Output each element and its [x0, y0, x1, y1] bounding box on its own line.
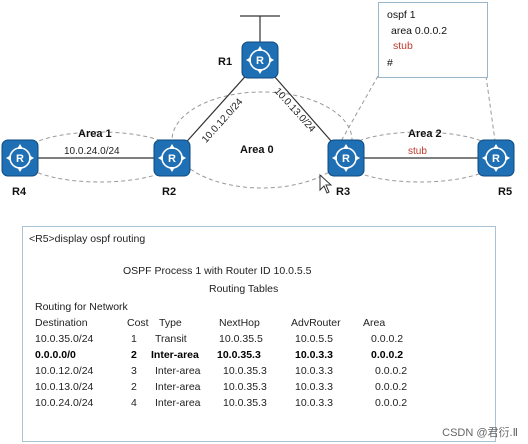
header-type: Type — [159, 317, 182, 329]
area2-label: Area 2 — [408, 128, 442, 140]
cell-destination: 10.0.35.0/24 — [35, 333, 94, 345]
network-r4-r2: 10.0.24.0/24 — [64, 146, 120, 157]
output-title-1: OSPF Process 1 with Router ID 10.0.5.5 — [123, 265, 312, 277]
cell-nexthop: 10.0.35.3 — [223, 397, 267, 409]
area0-label: Area 0 — [240, 144, 274, 156]
router-r1-label: R1 — [218, 56, 233, 68]
cli-command: <R5>display ospf routing — [29, 233, 146, 245]
cell-cost: 2 — [131, 381, 137, 393]
cell-advrouter: 10.0.3.3 — [295, 365, 333, 377]
router-r2-icon[interactable] — [153, 139, 191, 177]
cell-advrouter: 10.0.3.3 — [295, 349, 333, 361]
cell-destination: 10.0.13.0/24 — [35, 381, 94, 393]
cell-area: 0.0.0.2 — [375, 397, 408, 409]
cell-type: Transit — [155, 333, 187, 345]
cell-destination: 10.0.24.0/24 — [35, 397, 94, 409]
config-line-1: ospf 1 — [387, 9, 416, 21]
output-section: Routing for Network — [35, 301, 128, 313]
cell-nexthop: 10.0.35.3 — [223, 381, 267, 393]
cell-cost: 3 — [131, 365, 137, 377]
router-r3-icon[interactable] — [327, 139, 365, 177]
cell-cost: 4 — [131, 397, 137, 409]
table-row: 10.0.13.0/24 2 Inter-area 10.0.35.3 10.0… — [23, 381, 495, 397]
cell-area: 0.0.0.2 — [371, 333, 404, 345]
area2-stub-label: stub — [408, 146, 427, 157]
config-line-2: area 0.0.0.2 — [391, 25, 448, 37]
router-r1-icon[interactable] — [241, 41, 279, 79]
watermark: CSDN @君衍.Ⅱ — [442, 427, 518, 439]
header-cost: Cost — [127, 317, 149, 329]
router-r4-icon[interactable] — [1, 139, 39, 177]
cell-area: 0.0.0.2 — [371, 349, 404, 361]
header-advrouter: AdvRouter — [291, 317, 341, 329]
header-destination: Destination — [35, 317, 88, 329]
topology-diagram: R — [1, 15, 515, 194]
router-r2-label: R2 — [162, 186, 177, 198]
area1-label: Area 1 — [78, 128, 112, 140]
cell-area: 0.0.0.2 — [375, 381, 408, 393]
output-title-2: Routing Tables — [209, 283, 279, 295]
table-row: 10.0.35.0/24 1 Transit 10.0.35.5 10.0.5.… — [23, 333, 495, 349]
cell-cost: 1 — [131, 333, 137, 345]
cli-output-panel: <R5>display ospf routing OSPF Process 1 … — [22, 226, 496, 442]
cell-destination: 10.0.12.0/24 — [35, 365, 94, 377]
config-callout: ospf 1 area 0.0.0.2 stub # — [378, 2, 488, 78]
header-nexthop: NextHop — [219, 317, 260, 329]
cell-type: Inter-area — [155, 397, 201, 409]
cell-nexthop: 10.0.35.3 — [223, 365, 267, 377]
cell-advrouter: 10.0.3.3 — [295, 397, 333, 409]
table-row: 0.0.0.0/0 2 Inter-area 10.0.35.3 10.0.3.… — [23, 349, 495, 365]
callout-line-right — [485, 75, 497, 149]
cursor-icon — [319, 173, 333, 194]
table-row: 10.0.24.0/24 4 Inter-area 10.0.35.3 10.0… — [23, 397, 495, 413]
config-line-4: # — [387, 57, 393, 69]
cell-area: 0.0.0.2 — [375, 365, 408, 377]
cell-cost: 2 — [131, 349, 137, 361]
router-r5-label: R5 — [498, 186, 513, 198]
area0-ellipse — [171, 91, 353, 189]
config-line-3: stub — [393, 40, 413, 52]
cell-advrouter: 10.0.3.3 — [295, 381, 333, 393]
cell-nexthop: 10.0.35.5 — [219, 333, 263, 345]
table-row: 10.0.12.0/24 3 Inter-area 10.0.35.3 10.0… — [23, 365, 495, 381]
cell-type: Inter-area — [155, 381, 201, 393]
callout-line-left — [335, 75, 379, 151]
header-area: Area — [363, 317, 386, 329]
router-r5-icon[interactable] — [477, 139, 515, 177]
cell-advrouter: 10.0.5.5 — [295, 333, 333, 345]
cell-nexthop: 10.0.35.3 — [217, 349, 261, 361]
table-header-row: Destination Cost Type NextHop AdvRouter … — [23, 317, 495, 333]
cell-type: Inter-area — [151, 349, 199, 361]
cell-type: Inter-area — [155, 365, 201, 377]
router-r4-label: R4 — [12, 186, 27, 198]
router-r3-label: R3 — [336, 186, 351, 198]
cell-destination: 0.0.0.0/0 — [35, 349, 76, 361]
